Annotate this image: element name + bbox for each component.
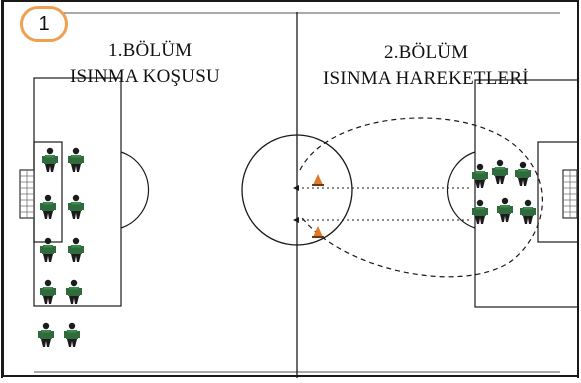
left-section-subtitle: ISINMA KOŞUSU (70, 66, 220, 87)
player-icon (40, 237, 56, 262)
player-icon (515, 161, 531, 186)
left-section-title: 1.BÖLÜM (108, 40, 193, 61)
player-icon (64, 322, 80, 347)
left-penalty-arc (120, 151, 150, 229)
left-goal-net-icon (19, 169, 35, 219)
running-route-loop (299, 117, 543, 278)
left-penalty-area (33, 77, 122, 307)
player-icon (472, 199, 488, 224)
players-group (38, 147, 536, 347)
player-icon (472, 163, 488, 188)
player-icon (40, 279, 56, 304)
right-goal-net-icon (562, 169, 578, 219)
center-circle (241, 134, 353, 246)
player-icon (68, 147, 84, 172)
player-icon (40, 194, 56, 219)
arrow-top-icon (293, 185, 299, 191)
player-icon (68, 237, 84, 262)
right-section-subtitle: ISINMA HAREKETLERİ (323, 68, 529, 89)
arrow-bottom-icon (293, 217, 299, 223)
player-icon (42, 147, 58, 172)
player-icon (66, 279, 82, 304)
step-number-badge: 1 (20, 6, 68, 42)
pitch-outline (2, 0, 579, 377)
right-goal-area (537, 141, 579, 243)
player-icon (497, 197, 513, 222)
player-icon (68, 194, 84, 219)
player-icon (520, 199, 536, 224)
right-penalty-arc (446, 151, 476, 229)
player-icon (492, 159, 508, 184)
cone-icon (312, 174, 324, 186)
right-section-title: 2.BÖLÜM (384, 42, 469, 63)
player-icon (38, 322, 54, 347)
cone-icon (312, 226, 324, 238)
step-number: 1 (38, 12, 50, 35)
